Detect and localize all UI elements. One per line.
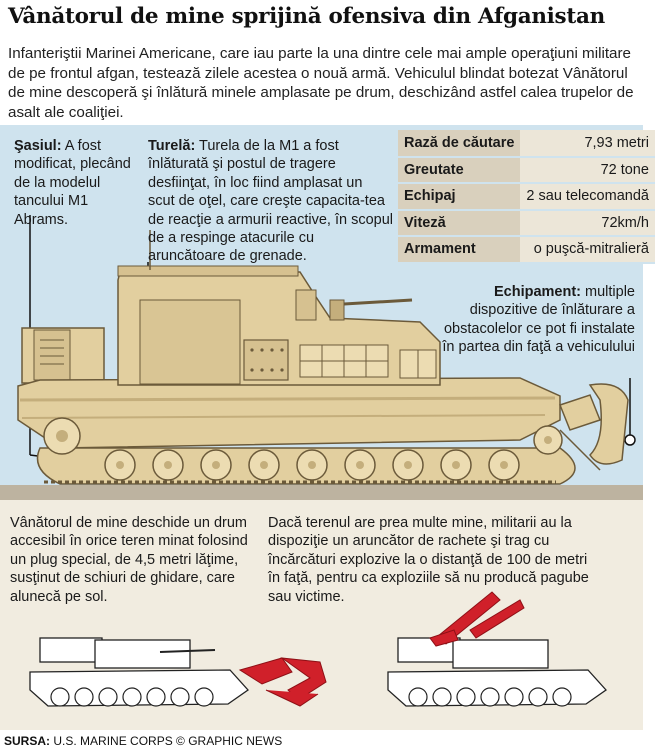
page-title: Vânătorul de mine sprijină ofensiva din … <box>8 4 605 29</box>
spec-key: Rază de căutare <box>398 130 521 158</box>
echipament-marker <box>624 434 636 446</box>
tank-hull <box>17 377 561 449</box>
rocket-tank-diagram <box>387 591 607 707</box>
plow-red-highlight <box>238 657 327 707</box>
echipament-label: Echipament: multiple dispozitive de înlă… <box>430 283 635 357</box>
sasiu-label-title: Şasiul: <box>14 138 62 154</box>
rocket-launcher-red-highlight <box>429 591 525 647</box>
sasiu-label: Şasiul: A fost modificat, plecând de la … <box>14 137 140 229</box>
machine-gun-barrel <box>343 298 413 306</box>
reactive-armor-blocks <box>299 344 437 379</box>
spec-value: 2 sau telecomandă <box>520 183 655 211</box>
mine-plow <box>559 383 629 471</box>
sasiu-label-text: A fost modificat, plecând de la modelul … <box>14 138 131 228</box>
spec-value: o puşcă-mitralieră <box>520 236 655 264</box>
spec-value: 72 tone <box>520 156 655 184</box>
turela-label: Turelă: Turela de la M1 a fost înlăturat… <box>148 137 393 266</box>
turela-label-title: Turelă: <box>148 138 196 154</box>
machine-gun-mount <box>329 299 345 321</box>
echipament-label-text: multiple dispozitive de înlăturare a obs… <box>442 284 635 356</box>
echipament-label-title: Echipament: <box>493 284 581 300</box>
rocket-description: Dacă terenul are prea multe mine, milita… <box>268 515 589 605</box>
plow-tank-diagram <box>29 637 327 707</box>
spec-key: Armament <box>398 236 521 264</box>
spec-value: 72km/h <box>520 209 655 237</box>
turela-label-text: Turela de la M1 a fost înlăturată şi pos… <box>148 138 393 265</box>
source-text: U.S. MARINE CORPS © GRAPHIC NEWS <box>50 734 283 748</box>
spec-value: 7,93 metri <box>520 130 655 158</box>
spec-key: Echipaj <box>398 183 521 211</box>
spec-key: Viteză <box>398 209 521 237</box>
intro-text: Infanteriştii Marinei Americane, care ia… <box>8 45 634 121</box>
source-credit: SURSA: U.S. MARINE CORPS © GRAPHIC NEWS <box>4 734 282 748</box>
ground-strip <box>0 485 643 500</box>
steel-shield-plate <box>243 339 289 381</box>
spec-key: Greutate <box>398 156 521 184</box>
source-label: SURSA: <box>4 734 51 748</box>
plow-description: Vânătorul de mine deschide un drum acces… <box>10 515 248 605</box>
